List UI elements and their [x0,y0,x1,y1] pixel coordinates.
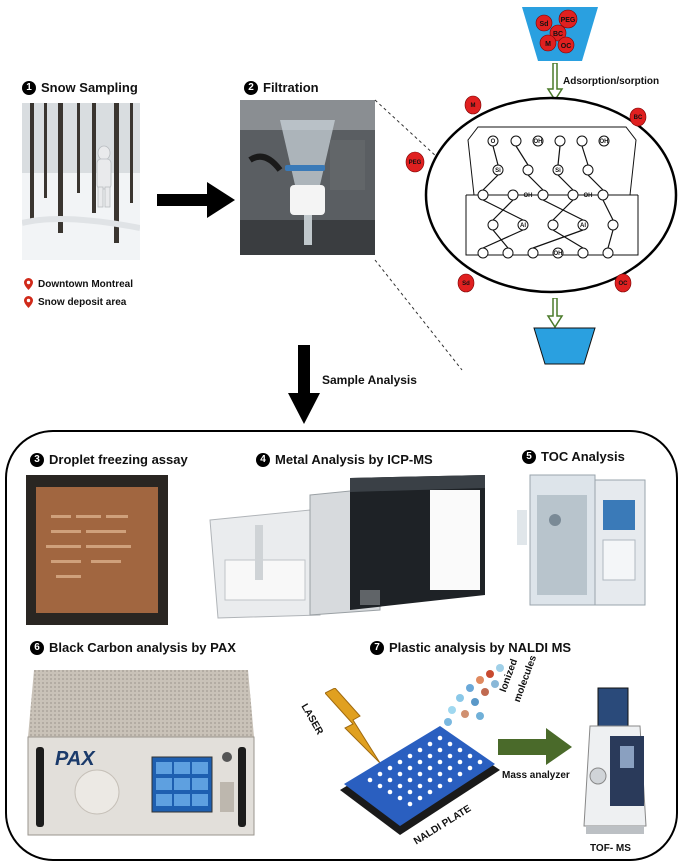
particle-label: PEG [561,17,576,24]
arrow-down-green-icon [546,298,564,328]
naldi-plate [340,726,500,835]
step-4-title: 4 Metal Analysis by ICP-MS [256,452,433,467]
step-label: Metal Analysis by ICP-MS [275,452,433,467]
atom-label: Al [520,223,526,229]
atom-label: Al [580,223,586,229]
legend-item-snow-deposit: Snow deposit area [24,296,126,308]
location-pin-icon [24,278,33,290]
step-label: Black Carbon analysis by PAX [49,640,236,655]
step-2-title: 2 Filtration [244,80,319,95]
arrow-down-green-icon [546,63,564,101]
particle-label: PEG [409,160,422,166]
laser-bolt-icon [325,688,381,764]
particle-label: BC [553,31,563,38]
legend-item-downtown: Downtown Montreal [24,278,133,290]
icp-ms-photo [200,470,490,620]
atom-label: OH [524,193,533,199]
mass-analyzer-label: Mass analyzer [502,770,570,781]
particle-label: M [471,103,476,109]
step-1-title: 1 Snow Sampling [22,80,138,95]
filtration-photo [240,100,375,255]
atom-label: OH [600,139,609,145]
step-number: 5 [522,449,536,464]
ionized-molecules-cluster [444,664,504,726]
legend-label: Downtown Montreal [38,278,133,290]
step-label: Plastic analysis by NALDI MS [389,640,572,655]
particle-label: Sd [462,281,470,287]
step-number: 7 [370,640,384,655]
droplet-freezing-photo [26,475,168,625]
step-label: Droplet freezing assay [49,452,188,467]
particle-label: M [545,41,551,48]
location-pin-icon [24,296,33,308]
step-label: Filtration [263,80,319,95]
adsorption-label: Adsorption/sorption [563,76,660,87]
atom-label: OH [534,139,543,145]
pax-logo: PAX [55,748,95,770]
sample-analysis-label: Sample Analysis [322,373,417,387]
step-number: 2 [244,80,258,95]
step-number: 6 [30,640,44,655]
atom-label: Si [555,168,561,174]
step-number: 4 [256,452,270,467]
particle-label: OC [619,281,629,287]
atom-label: OH [584,193,593,199]
arrow-right-icon [157,182,235,218]
legend-label: Snow deposit area [38,296,127,308]
step-label: Snow Sampling [41,80,138,95]
particle-label: OC [561,43,572,50]
toc-analyzer-photo [515,470,650,610]
atom-label: Si [495,168,501,174]
step-label: TOC Analysis [541,449,625,464]
mass-analyzer-arrow-icon [498,728,572,765]
tof-ms-label: TOF- MS [590,843,631,854]
step-number: 1 [22,80,36,95]
atom-label: OH [554,251,563,257]
atom-label: O [491,139,496,145]
step-7-title: 7 Plastic analysis by NALDI MS [370,640,571,655]
step-number: 3 [30,452,44,467]
particle-label: Sd [540,21,549,28]
step-5-title: 5 TOC Analysis [522,449,625,464]
clean-funnel [533,327,596,365]
step-3-title: 3 Droplet freezing assay [30,452,188,467]
particle-funnel: PEG Sd BC M OC [522,7,598,61]
snow-sampling-photo [22,103,140,260]
tof-ms-instrument [583,687,647,834]
arrow-down-icon [288,345,320,424]
particle-label: BC [634,115,643,121]
mineral-surface-diagram: O OH OH Si Si OH OH Al Al OH M BC PEG Sd… [405,95,678,294]
pax-instrument-photo [22,662,260,840]
analysis-panel [5,430,678,861]
step-6-title: 6 Black Carbon analysis by PAX [30,640,236,655]
